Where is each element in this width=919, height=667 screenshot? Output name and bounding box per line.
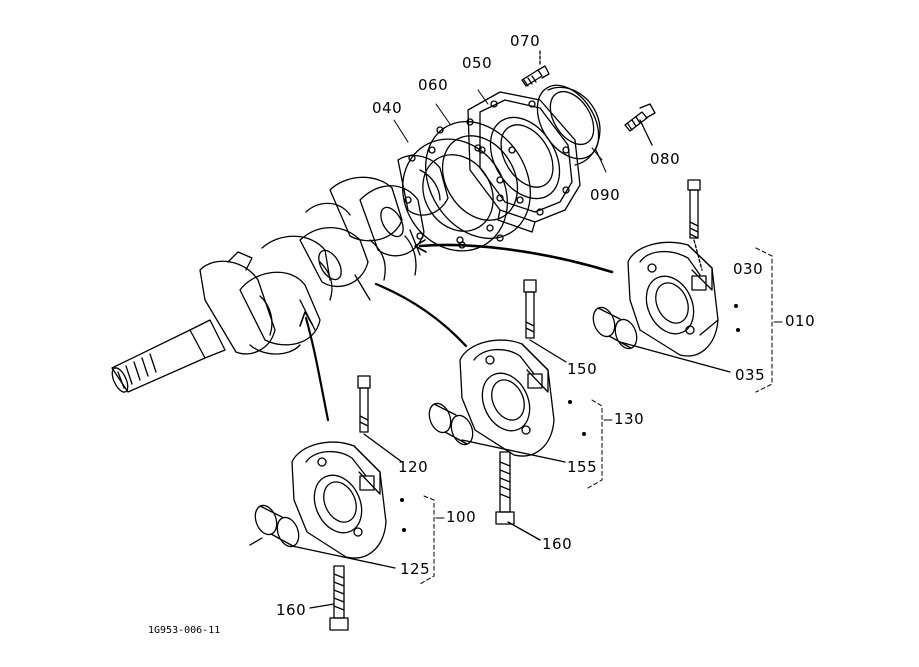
gasket-060 [425, 118, 531, 244]
bearing-case-010 [627, 241, 719, 357]
bolt-070 [521, 49, 550, 87]
label-120: 120 [398, 458, 429, 476]
label-050: 050 [462, 54, 493, 72]
label-035: 035 [735, 366, 766, 384]
bolt-120 [357, 375, 403, 463]
bearing-035 [592, 306, 731, 373]
label-150: 150 [567, 360, 598, 378]
label-030: 030 [733, 260, 764, 278]
label-125: 125 [400, 560, 431, 578]
label-010: 010 [785, 312, 816, 330]
label-130: 130 [614, 410, 645, 428]
oil-seal [536, 84, 601, 166]
bearing-case-100 [291, 441, 387, 559]
label-040: 040 [372, 99, 403, 117]
seal-housing [467, 91, 581, 233]
bolt-030 [687, 179, 703, 271]
assembly-arrows [299, 239, 614, 422]
bolt-160-lower [309, 565, 349, 631]
drawing-code: 1G953-006-11 [148, 625, 221, 636]
label-090: 090 [590, 186, 621, 204]
crankshaft [111, 154, 449, 393]
label-160-middle: 160 [542, 535, 573, 553]
bolt-080 [624, 103, 656, 146]
bearing-case-130 [459, 339, 555, 457]
bearing-125 [249, 504, 396, 569]
bolt-150 [523, 279, 567, 363]
bearing-155 [428, 402, 566, 463]
label-080: 080 [650, 150, 681, 168]
label-070: 070 [510, 32, 541, 50]
label-155: 155 [567, 458, 598, 476]
leader-lines [393, 89, 783, 585]
group-dots [400, 304, 740, 532]
label-060: 060 [418, 76, 449, 94]
label-100: 100 [446, 508, 477, 526]
label-160-lower: 160 [276, 601, 307, 619]
bolt-160-middle [495, 451, 541, 541]
